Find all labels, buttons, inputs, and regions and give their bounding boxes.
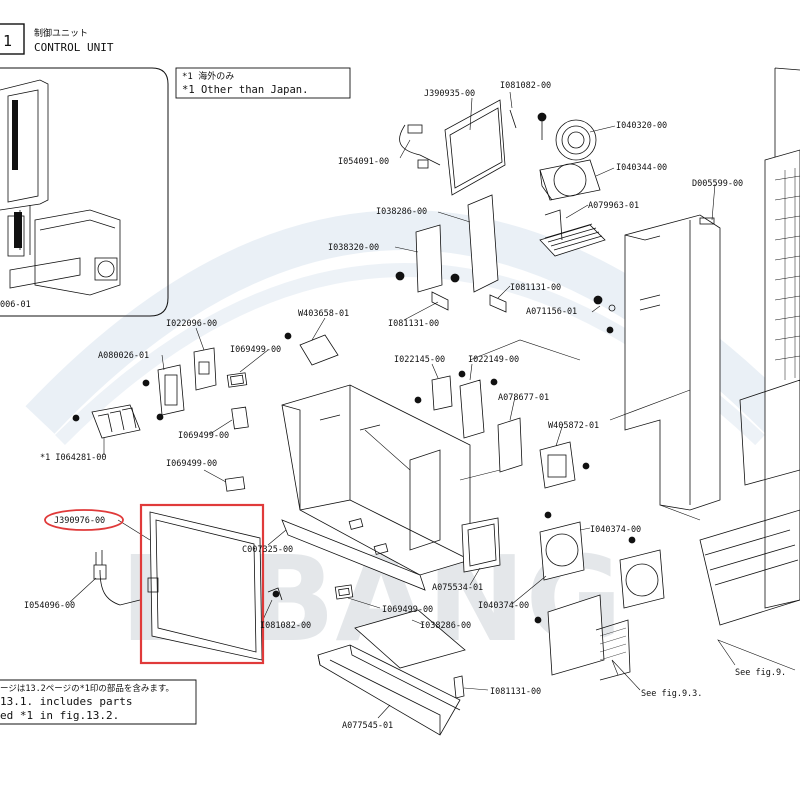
part-label: J390935-00 [424,89,475,99]
see-figure-note: See fig.9.3. [641,689,702,699]
part-label: I038320-00 [328,243,379,253]
part-label: I069499-00 [230,345,281,355]
part-label: I040344-00 [616,163,667,173]
part-label: I038286-00 [376,207,427,217]
section-number-box: 1 [0,23,25,55]
bottom-note-box: ージは13.2ページの*1印の部品を含みます。 13.1. includes p… [0,679,197,725]
part-label: A077545-01 [342,721,393,731]
part-label: A075534-01 [432,583,483,593]
part-label: A078677-01 [498,393,549,403]
part-label: I081082-00 [260,621,311,631]
highlight-ellipse [44,509,124,531]
part-label: W403658-01 [298,309,349,319]
title-jp: 制御ユニット [34,27,88,39]
part-label: I040374-00 [478,601,529,611]
part-label: I022096-00 [166,319,217,329]
part-label: I022145-00 [394,355,445,365]
part-label-highlighted: J390976-00 [54,516,105,526]
highlight-box [139,503,265,665]
part-label: W405872-01 [548,421,599,431]
bottom-note-line-1: ージは13.2ページの*1印の部品を含みます。 [0,683,174,694]
part-label: I081082-00 [500,81,551,91]
part-label: *1 I064281-00 [40,453,107,463]
inset-frame [0,67,169,317]
page-title: CONTROL UNIT [34,41,114,54]
part-label: C007325-00 [242,545,293,555]
parts-drawing [72,67,800,736]
part-label: A080026-01 [98,351,149,361]
part-label: I081131-00 [388,319,439,329]
part-label: I054091-00 [338,157,389,167]
part-label: I022149-00 [468,355,519,365]
inset-label: 006-01 [0,300,31,310]
part-label: A071156-01 [526,307,577,317]
part-label: I040320-00 [616,121,667,131]
section-number: 1 [3,32,12,50]
part-label: I081131-00 [490,687,541,697]
leader-lines [69,91,796,719]
part-label: I069499-00 [382,605,433,615]
part-label: I081131-00 [510,283,561,293]
part-label: I038286-00 [420,621,471,631]
part-label: I040374-00 [590,525,641,535]
part-labels: J390935-00 I081082-00 I040320-00 I054091… [24,81,786,731]
note-line-2: *1 Other than Japan. [182,84,308,96]
note-box: *1 海外のみ *1 Other than Japan. [175,67,351,99]
see-figure-note: See fig.9. [735,668,786,678]
part-label: I069499-00 [166,459,217,469]
bottom-note-line-2: 13.1. includes parts [0,695,132,708]
part-label: D005599-00 [692,179,743,189]
bottom-note-line-3: ed *1 in fig.13.2. [0,709,119,722]
part-label: A079963-01 [588,201,639,211]
part-label: I069499-00 [178,431,229,441]
note-line-1: *1 海外のみ [182,70,234,82]
part-label: I054096-00 [24,601,75,611]
